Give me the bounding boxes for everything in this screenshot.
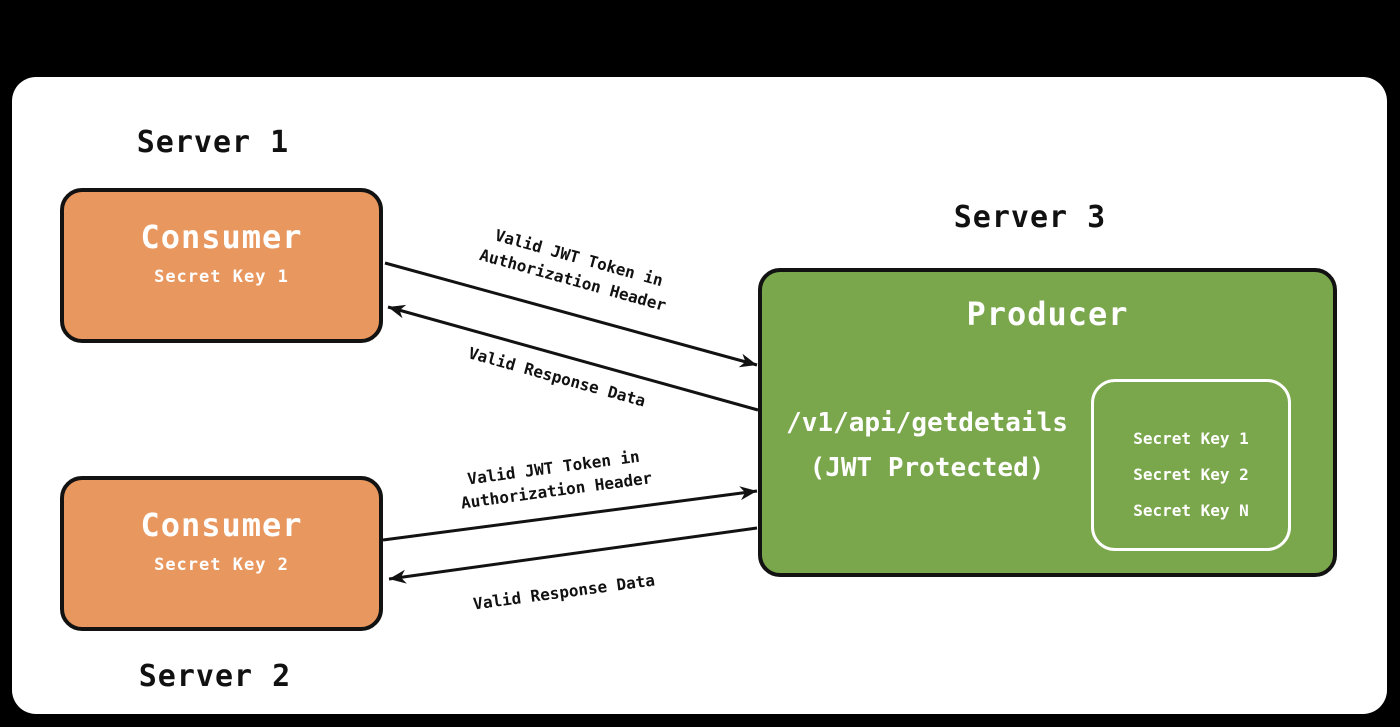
producer-box: Producer /v1/api/getdetails (JWT Protect… — [758, 268, 1337, 577]
consumer1-secret-key: Secret Key 1 — [154, 267, 289, 287]
server2-label: Server 2 — [138, 659, 292, 694]
secret-key-item: Secret Key 1 — [1133, 429, 1249, 448]
server3-label: Server 3 — [953, 200, 1107, 235]
consumer2-secret-key: Secret Key 2 — [154, 555, 289, 575]
consumer1-title: Consumer — [140, 218, 303, 256]
secret-key-item: Secret Key 2 — [1133, 465, 1249, 484]
consumer2-box: Consumer Secret Key 2 — [60, 476, 383, 631]
producer-secret-keys-box: Secret Key 1 Secret Key 2 Secret Key N — [1091, 379, 1291, 551]
consumer2-title: Consumer — [140, 506, 303, 544]
secret-key-item: Secret Key N — [1133, 501, 1249, 520]
server1-label: Server 1 — [136, 125, 290, 160]
producer-title: Producer — [966, 295, 1129, 333]
producer-endpoint: /v1/api/getdetails (JWT Protected) — [786, 408, 1068, 483]
consumer1-box: Consumer Secret Key 1 — [60, 188, 383, 343]
